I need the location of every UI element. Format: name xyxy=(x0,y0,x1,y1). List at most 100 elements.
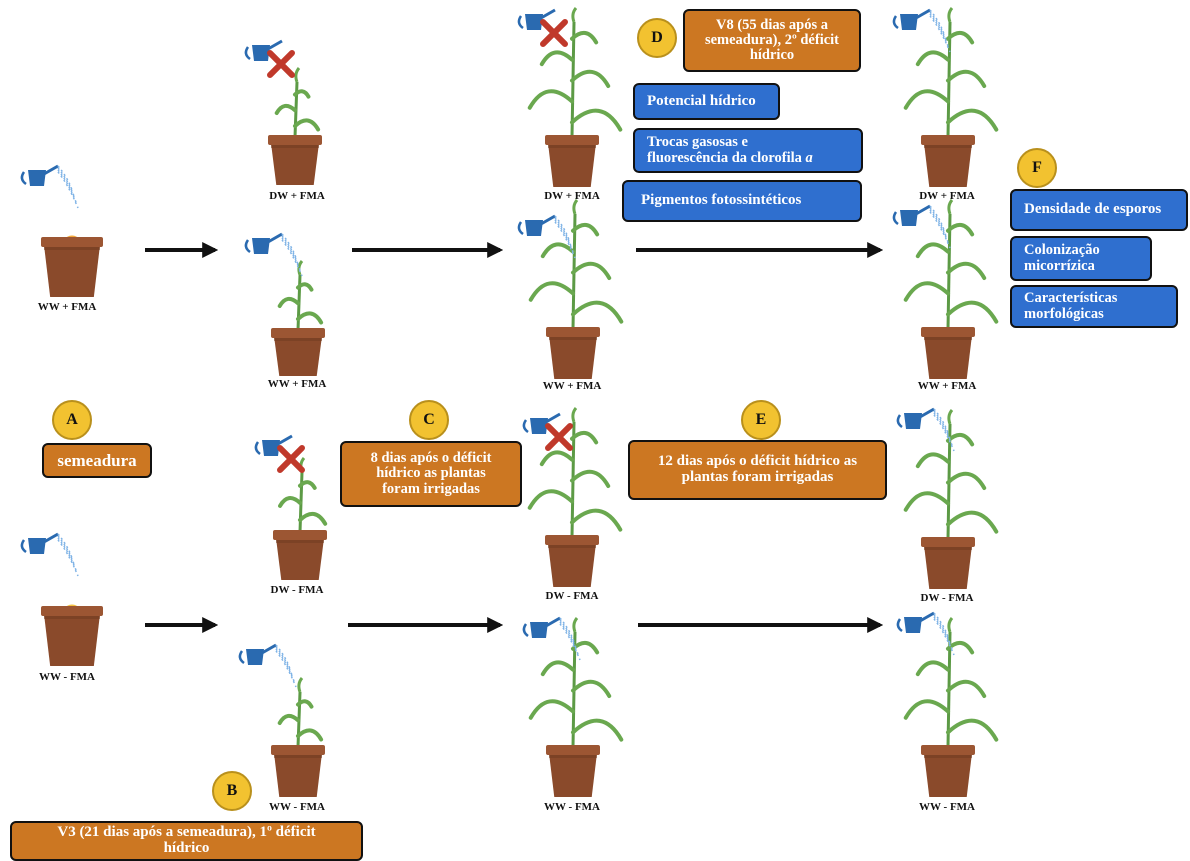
step-d-text-line1: V8 (55 dias após a xyxy=(716,16,828,33)
measure-box-potencial-hidrico: Potencial hídrico xyxy=(633,83,780,120)
plant-leaf xyxy=(571,300,624,324)
plant-leaf xyxy=(278,496,302,508)
measure-caracteristicas-text-line2: morfológicas xyxy=(1024,305,1104,322)
plant-tip xyxy=(947,409,954,425)
water-drops xyxy=(559,617,575,643)
plant-leaf xyxy=(296,282,314,292)
plant-leaf xyxy=(570,469,611,488)
water-drops xyxy=(57,539,79,577)
treatment-label-ww-plus-fma: WW + FMA xyxy=(37,301,97,313)
watering-can-handle xyxy=(896,414,903,429)
measure-trocas-text-line1: Trocas gasosas e xyxy=(647,134,748,151)
step-box-v8: V8 (55 dias após a semeadura), 2º défici… xyxy=(683,9,861,72)
plant-leaf xyxy=(298,480,317,490)
water-drops xyxy=(57,533,73,559)
plant-leaf xyxy=(915,660,950,677)
water-drops xyxy=(933,614,951,644)
step-badge-f: F xyxy=(1017,148,1057,188)
plant-tip xyxy=(572,617,579,633)
pot-shadow xyxy=(44,247,100,250)
plant-tip xyxy=(571,7,578,23)
plant-tip xyxy=(571,407,578,423)
watering-can-body xyxy=(900,14,918,30)
plant-pot-icon xyxy=(238,643,325,797)
measure-box-caracteristicas: Características morfológicas xyxy=(1010,285,1178,328)
plant-tip xyxy=(294,67,301,83)
plant-leaf xyxy=(296,728,324,742)
water-drops xyxy=(57,171,79,209)
step-a-text: semeadura xyxy=(57,450,137,470)
watering-can-handle xyxy=(238,650,245,665)
watering-can-body xyxy=(530,622,548,638)
measure-pigmentos-text: Pigmentos fotossintéticos xyxy=(641,192,802,209)
pot-shadow xyxy=(924,547,972,550)
pot-shadow xyxy=(924,145,972,148)
treatment-label-ww-minus-fma: WW - FMA xyxy=(268,801,326,813)
watering-can-handle xyxy=(522,419,529,434)
plant-leaf xyxy=(946,510,999,534)
measure-colonizacao-text-line1: Colonização xyxy=(1024,242,1100,259)
treatment-label-dw-minus-fma: DW - FMA xyxy=(545,590,599,602)
plant-tip xyxy=(297,677,304,693)
plant-leaf xyxy=(293,118,321,132)
watering-can-spout xyxy=(540,8,556,20)
water-drops xyxy=(275,650,297,688)
watering-can-body xyxy=(525,220,543,236)
pot-shadow xyxy=(44,616,100,619)
pot-body xyxy=(44,245,100,297)
pot-rim xyxy=(546,745,600,755)
treatment-label-ww-plus-fma: WW + FMA xyxy=(917,380,977,392)
plant-illustrations xyxy=(20,7,999,797)
plant-leaf xyxy=(274,103,297,116)
plant-tip xyxy=(297,260,304,276)
watering-can-handle xyxy=(517,15,524,30)
water-drops xyxy=(929,9,945,35)
step-c-text-line1: 8 dias após o déficit xyxy=(370,450,492,467)
plant-pot-icon xyxy=(517,199,624,379)
water-drops xyxy=(929,207,947,237)
step-badge-c: C xyxy=(409,400,449,440)
step-d-text-line2: semeadura), 2º déficit xyxy=(704,31,840,48)
treatment-label-dw-plus-fma: DW + FMA xyxy=(544,190,600,202)
plant-leaf xyxy=(946,69,987,88)
water-drops xyxy=(57,535,75,565)
pot-rim xyxy=(273,530,327,540)
measure-box-densidade-esporos: Densidade de esporos xyxy=(1010,189,1188,231)
pot-shadow xyxy=(274,755,322,758)
seed-pot-icon xyxy=(20,532,103,666)
watering-can-handle xyxy=(244,239,251,254)
plant-leaf xyxy=(570,508,623,532)
watering-can-spout xyxy=(267,232,283,244)
watering-can-spout xyxy=(267,39,283,51)
plant-leaf xyxy=(946,261,987,280)
plant-pot-icon xyxy=(896,611,999,797)
plant-leaf xyxy=(915,50,950,67)
water-drops xyxy=(281,233,297,259)
pot-shadow xyxy=(549,755,597,758)
seed-pot-icon xyxy=(20,164,103,297)
plant-leaf xyxy=(946,108,999,132)
treatment-label-ww-minus-fma: WW - FMA xyxy=(543,801,601,813)
watering-can-spout xyxy=(545,412,561,424)
pot-rim xyxy=(271,328,325,338)
measure-trocas-line2-wrapper: fluorescência da clorofila a xyxy=(647,150,813,166)
water-drops xyxy=(559,623,581,661)
plant-leaf xyxy=(539,50,574,67)
water-drops xyxy=(559,619,577,649)
watering-can-handle xyxy=(892,211,899,226)
watering-can-handle xyxy=(892,15,899,30)
water-drops xyxy=(933,612,949,638)
treatment-label-ww-plus-fma: WW + FMA xyxy=(542,380,602,392)
water-drops xyxy=(57,165,73,191)
step-e-text-line2: plantas foram irrigadas xyxy=(681,469,834,485)
pot-body xyxy=(548,543,596,587)
pot-body xyxy=(271,143,319,185)
watering-can-spout xyxy=(43,532,59,544)
measure-potencial-text: Potencial hídrico xyxy=(647,92,756,109)
pot-rim xyxy=(41,237,103,247)
water-drops xyxy=(933,410,951,440)
no-water-cross-icon xyxy=(277,445,305,473)
plant-leaf xyxy=(903,699,950,720)
treatment-label-dw-minus-fma: DW - FMA xyxy=(920,592,974,604)
